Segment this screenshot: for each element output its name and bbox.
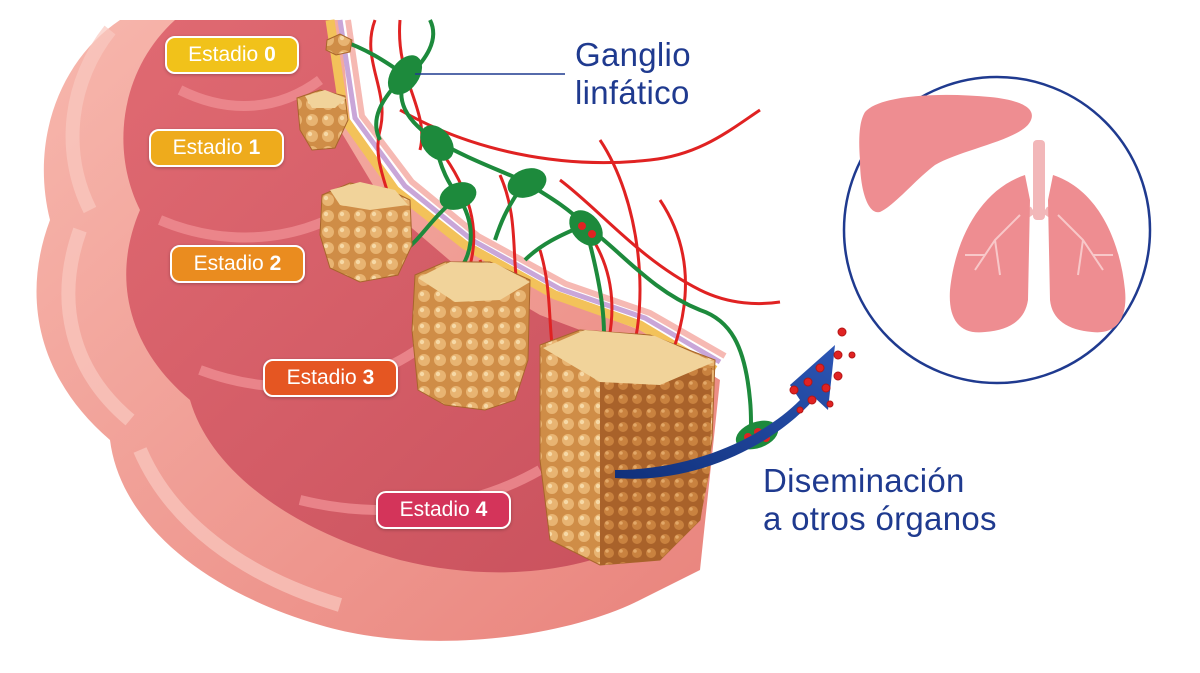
spread-label-line2: a otros órganos xyxy=(763,500,997,537)
tumor-stage-0 xyxy=(325,33,353,56)
stage-1-number: 1 xyxy=(248,136,261,159)
stage-4-badge: Estadio 4 xyxy=(376,491,511,529)
stage-1-label: Estadio xyxy=(172,136,243,159)
lymph-node-label-line2: linfático xyxy=(575,74,690,111)
stage-3-badge: Estadio 3 xyxy=(263,359,398,397)
stage-2-label: Estadio xyxy=(193,252,264,275)
spread-label: Diseminación a otros órganos xyxy=(763,462,997,538)
stage-4-label: Estadio xyxy=(399,498,470,521)
stage-3-label: Estadio xyxy=(286,366,357,389)
stage-0-badge: Estadio 0 xyxy=(165,36,299,74)
stage-2-badge: Estadio 2 xyxy=(170,245,305,283)
stage-0-number: 0 xyxy=(264,43,276,66)
tumor-stage-1 xyxy=(296,89,349,151)
cancer-cells-icon xyxy=(789,327,856,414)
lymph-node-label-line1: Ganglio xyxy=(575,36,691,73)
stage-2-number: 2 xyxy=(269,252,282,275)
tumor-stage-4 xyxy=(539,329,716,566)
tumor-stage-3 xyxy=(411,261,531,411)
lungs-icon xyxy=(949,140,1126,333)
spread-arrow xyxy=(615,345,835,479)
organs-inset xyxy=(842,75,1152,385)
stage-4-number: 4 xyxy=(475,498,488,521)
tumor-stage-2 xyxy=(319,182,413,283)
lymph-node-label: Ganglio linfático xyxy=(575,36,691,112)
spread-label-line1: Diseminación xyxy=(763,462,965,499)
liver-icon xyxy=(859,94,1032,213)
stage-3-number: 3 xyxy=(362,366,375,389)
stage-0-label: Estadio xyxy=(188,43,259,66)
stage-1-badge: Estadio 1 xyxy=(149,129,284,167)
